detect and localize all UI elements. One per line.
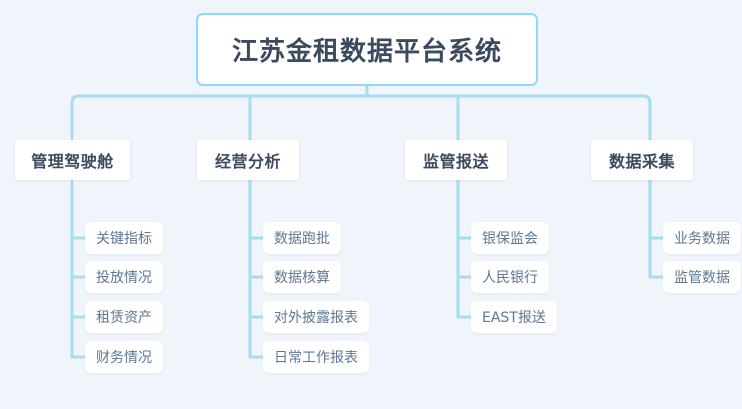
leaf-node-4-2[interactable]: 监管数据 [663, 261, 741, 293]
wire-level2-bus [70, 94, 652, 142]
branch-node-2-label: 经营分析 [214, 152, 281, 171]
leaf-node-1-3[interactable]: 租赁资产 [85, 301, 163, 333]
branch-node-3-label: 监管报送 [422, 152, 489, 171]
root-node[interactable]: 江苏金租数据平台系统 [196, 13, 538, 86]
branch-node-4[interactable]: 数据采集 [591, 140, 693, 180]
wire-spine-branch-1 [70, 178, 87, 359]
branch-node-1-label: 管理驾驶舱 [31, 152, 114, 171]
branch-node-4-label: 数据采集 [608, 152, 675, 171]
leaf-node-2-2-label: 数据核算 [274, 270, 330, 286]
leaf-node-2-1-label: 数据跑批 [274, 231, 330, 247]
wire-spine-branch-2 [248, 178, 265, 359]
leaf-node-4-1[interactable]: 业务数据 [663, 222, 741, 254]
leaf-node-4-2-label: 监管数据 [674, 270, 730, 286]
leaf-node-3-3-label: EAST报送 [482, 310, 546, 326]
root-node-label: 江苏金租数据平台系统 [231, 37, 502, 67]
leaf-node-2-4-label: 日常工作报表 [274, 350, 358, 366]
leaf-node-3-3[interactable]: EAST报送 [471, 301, 557, 333]
leaf-node-3-2[interactable]: 人民银行 [471, 261, 549, 293]
branch-node-3[interactable]: 监管报送 [405, 140, 507, 180]
wire-spine-branch-3 [456, 178, 473, 319]
leaf-node-3-1-label: 银保监会 [482, 231, 538, 247]
leaf-node-1-2-label: 投放情况 [96, 270, 152, 286]
branch-node-2[interactable]: 经营分析 [197, 140, 299, 180]
leaf-node-2-2[interactable]: 数据核算 [263, 261, 341, 293]
leaf-node-1-4-label: 财务情况 [96, 350, 152, 366]
leaf-node-1-4[interactable]: 财务情况 [85, 341, 163, 373]
leaf-node-2-1[interactable]: 数据跑批 [263, 222, 341, 254]
leaf-node-2-4[interactable]: 日常工作报表 [263, 341, 369, 373]
leaf-node-1-1[interactable]: 关键指标 [85, 222, 163, 254]
leaf-node-2-3[interactable]: 对外披露报表 [263, 301, 369, 333]
leaf-node-3-2-label: 人民银行 [482, 270, 538, 286]
leaf-node-1-2[interactable]: 投放情况 [85, 261, 163, 293]
leaf-node-2-3-label: 对外披露报表 [274, 310, 358, 326]
leaf-node-3-1[interactable]: 银保监会 [471, 222, 549, 254]
leaf-node-4-1-label: 业务数据 [674, 231, 730, 247]
wire-spine-branch-4 [648, 178, 665, 279]
leaf-node-1-1-label: 关键指标 [96, 231, 152, 247]
leaf-node-1-3-label: 租赁资产 [96, 310, 152, 326]
branch-node-1[interactable]: 管理驾驶舱 [15, 140, 130, 180]
